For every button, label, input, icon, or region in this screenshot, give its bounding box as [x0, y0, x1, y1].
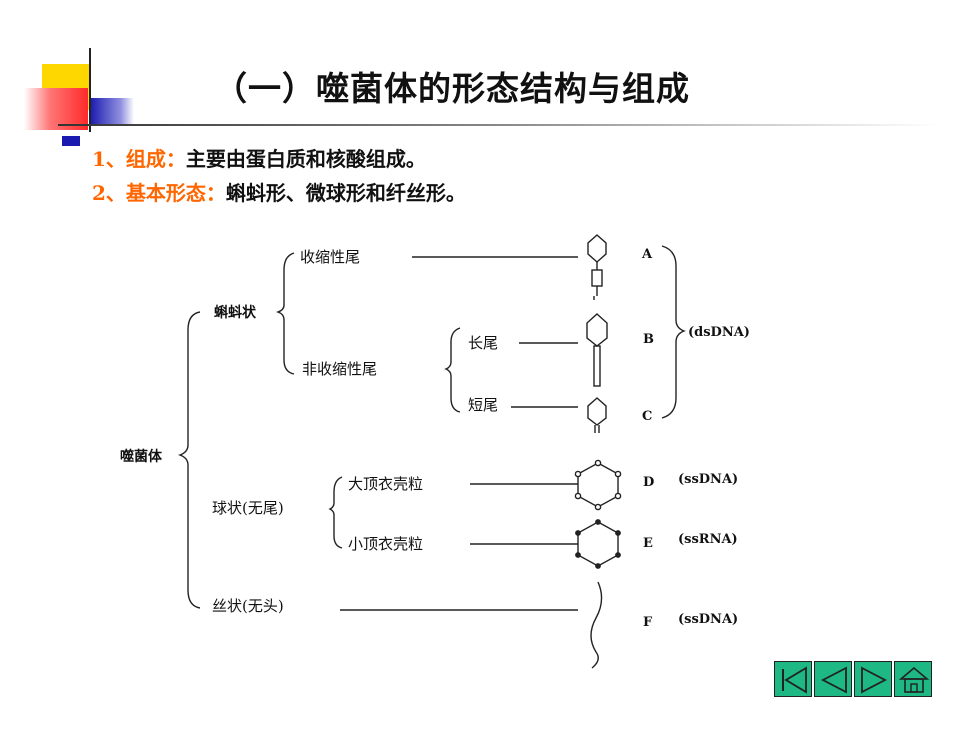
bullet-label: 基本形态： [125, 181, 226, 205]
label-letter-b: B [643, 332, 654, 347]
deco-small-blue-square [62, 136, 80, 146]
noncontractile-brace [444, 327, 461, 413]
deco-blue-square [90, 98, 134, 124]
label-letter-e: E [643, 536, 653, 551]
label-small-capsomere: 小顶衣壳粒 [348, 535, 423, 553]
phage-e-icon [575, 519, 621, 569]
spherical-brace [328, 476, 343, 549]
tadpole-brace [275, 252, 295, 375]
label-noncontractile: 非收缩性尾 [302, 360, 377, 378]
phage-d-icon [574, 459, 622, 511]
deco-horizontal-line [58, 124, 938, 126]
bullet-line-1: 1、组成：主要由蛋白质和核酸组成。 [92, 143, 426, 172]
next-icon [861, 666, 887, 694]
phage-a-icon [587, 234, 607, 300]
label-dsdna: (dsDNA) [688, 325, 750, 340]
next-slide-button[interactable] [854, 661, 892, 697]
phage-c-icon [587, 397, 607, 433]
label-letter-d: D [643, 475, 654, 490]
first-icon [782, 666, 807, 694]
bullet-number: 2、 [92, 181, 126, 205]
prev-slide-button[interactable] [814, 661, 852, 697]
label-short-tail: 短尾 [468, 396, 498, 414]
prev-icon [821, 666, 847, 694]
bullet-number: 1、 [92, 147, 126, 171]
label-ssdna-f: (ssDNA) [678, 612, 738, 627]
bullet-text: 主要由蛋白质和核酸组成。 [185, 147, 426, 171]
label-spherical: 球状(无尾) [212, 499, 284, 517]
home-icon [898, 666, 930, 693]
label-root: 噬菌体 [120, 448, 163, 465]
label-letter-f: F [643, 615, 653, 630]
home-button[interactable] [894, 661, 932, 697]
label-letter-c: C [642, 409, 652, 424]
label-long-tail: 长尾 [468, 334, 498, 352]
dsdna-brace [661, 245, 686, 419]
first-slide-button[interactable] [774, 661, 812, 697]
label-letter-a: A [641, 247, 653, 262]
label-large-capsomere: 大顶衣壳粒 [348, 475, 423, 493]
bullet-text: 蝌蚪形、微球形和纤丝形。 [225, 181, 466, 205]
label-ssrna-e: (ssRNA) [678, 532, 738, 547]
root-brace [178, 311, 201, 609]
deco-vertical-line [89, 48, 91, 132]
label-filamentous: 丝状(无头) [212, 597, 284, 615]
bullet-label: 组成： [125, 147, 186, 171]
label-contractile: 收缩性尾 [300, 248, 360, 266]
label-tadpole: 蝌蚪状 [214, 304, 257, 321]
bullet-line-2: 2、基本形态：蝌蚪形、微球形和纤丝形。 [92, 177, 466, 206]
phage-f-icon [590, 581, 603, 669]
deco-red-square [24, 88, 88, 130]
phage-b-icon [586, 313, 608, 387]
label-ssdna-d: (ssDNA) [678, 472, 738, 487]
page-title: （一）噬菌体的形态结构与组成 [214, 69, 690, 108]
